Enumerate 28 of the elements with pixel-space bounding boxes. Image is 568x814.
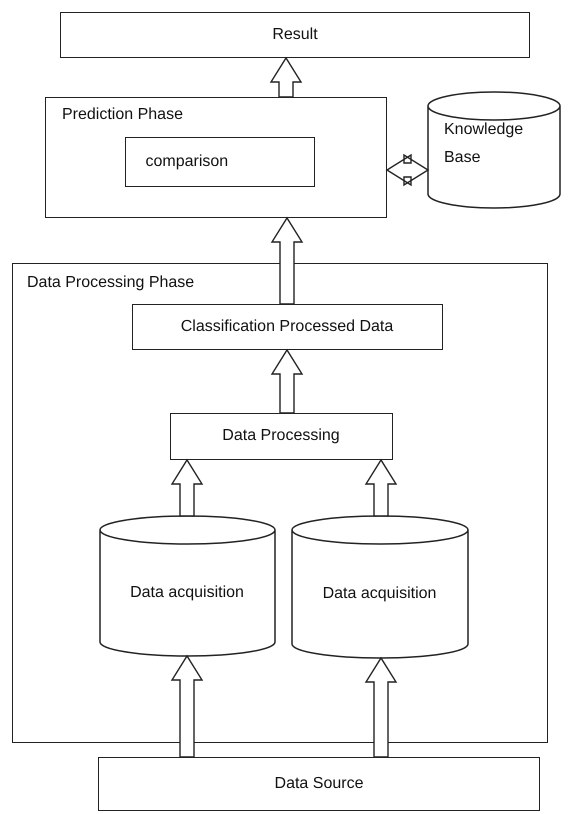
hollow-arrow	[270, 56, 302, 98]
phase-title: Prediction Phase	[62, 106, 183, 124]
database-cylinder	[428, 92, 560, 208]
hollow-arrow	[386, 154, 430, 186]
node-label: Data Processing	[221, 427, 341, 445]
node-label: Data Source	[274, 775, 364, 793]
hollow-arrow	[170, 654, 204, 758]
phase-title: Data Processing Phase	[27, 274, 194, 292]
hollow-arrow	[364, 656, 398, 758]
node-label: comparison	[146, 152, 228, 170]
database-cylinder	[292, 516, 468, 658]
phase-container	[45, 97, 387, 218]
node-label: Data acquisition	[129, 584, 245, 602]
node-label: Data acquisition	[322, 584, 438, 602]
process-box	[124, 136, 314, 186]
node-label: Classification Processed Data	[180, 318, 394, 336]
process-box	[98, 757, 540, 811]
hollow-arrow	[364, 458, 398, 517]
process-box	[170, 412, 392, 460]
database-cylinder	[100, 516, 274, 656]
hollow-arrow	[270, 216, 304, 305]
process-box	[60, 12, 530, 58]
process-box	[132, 304, 442, 350]
hollow-arrow	[270, 348, 304, 414]
phase-container	[12, 263, 548, 743]
node-label: Knowledge Base	[444, 120, 524, 168]
node-label: Result	[271, 26, 319, 44]
hollow-arrow	[170, 458, 204, 517]
